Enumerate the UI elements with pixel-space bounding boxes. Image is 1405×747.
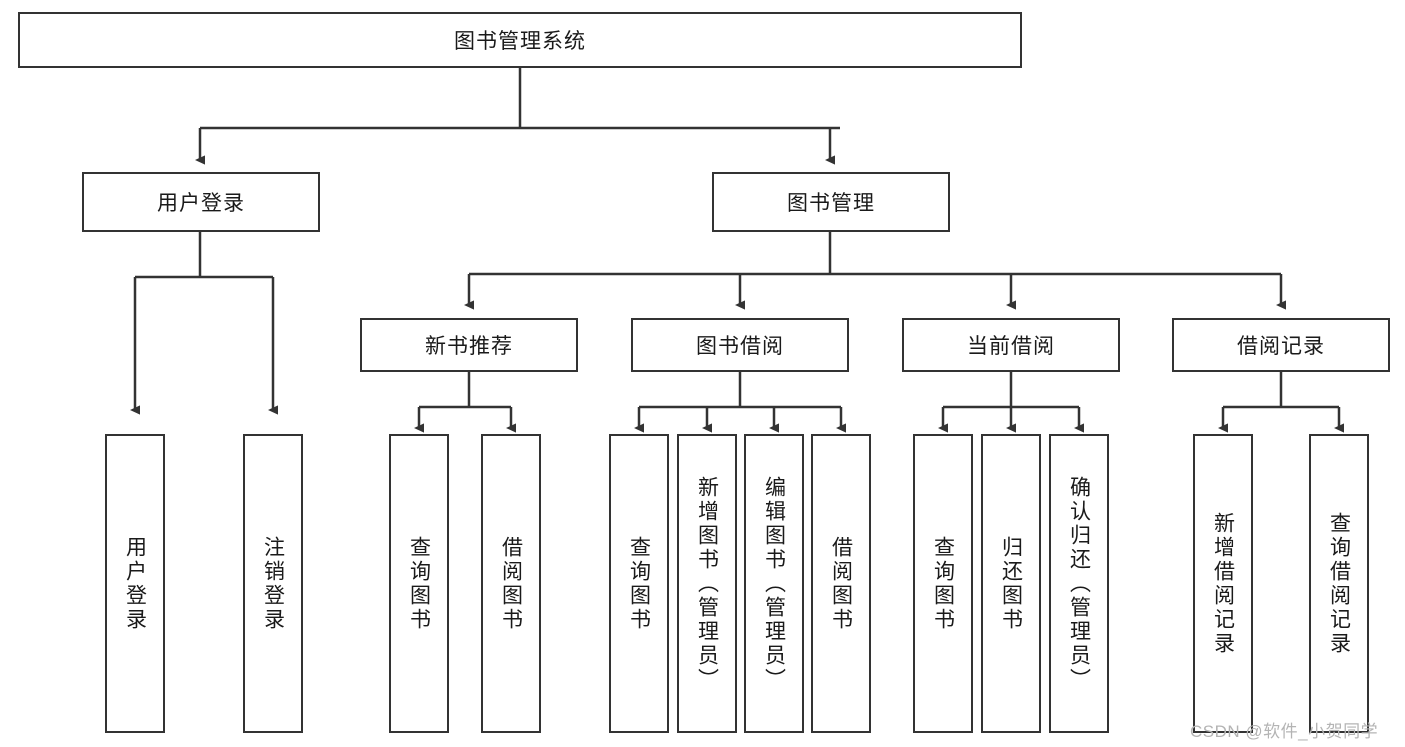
node-leaf-confirm-return[interactable]: 确认归还（管理员） bbox=[1049, 434, 1109, 733]
node-label: 图书借阅 bbox=[696, 335, 784, 358]
node-label: 新书推荐 bbox=[425, 335, 513, 358]
node-book-borrow[interactable]: 图书借阅 bbox=[631, 318, 849, 372]
node-leaf-query-book-1[interactable]: 查询图书 bbox=[389, 434, 449, 733]
node-leaf-edit-book[interactable]: 编辑图书（管理员） bbox=[744, 434, 804, 733]
node-label: 查询图书 bbox=[407, 535, 431, 632]
node-label: 用户登录 bbox=[157, 192, 245, 215]
node-label: 当前借阅 bbox=[967, 335, 1055, 358]
node-label: 图书管理系统 bbox=[454, 30, 586, 53]
node-label: 图书管理 bbox=[787, 192, 875, 215]
node-leaf-query-record[interactable]: 查询借阅记录 bbox=[1309, 434, 1369, 733]
node-user-login[interactable]: 用户登录 bbox=[82, 172, 320, 232]
node-label: 借阅记录 bbox=[1237, 335, 1325, 358]
node-book-management-system[interactable]: 图书管理系统 bbox=[18, 12, 1022, 68]
node-leaf-query-book-3[interactable]: 查询图书 bbox=[913, 434, 973, 733]
node-leaf-return-book[interactable]: 归还图书 bbox=[981, 434, 1041, 733]
node-label: 用户登录 bbox=[123, 535, 147, 632]
node-label: 借阅图书 bbox=[829, 535, 853, 632]
node-book-manage[interactable]: 图书管理 bbox=[712, 172, 950, 232]
node-label: 查询图书 bbox=[627, 535, 651, 632]
node-leaf-user-login[interactable]: 用户登录 bbox=[105, 434, 165, 733]
node-label: 确认归还（管理员） bbox=[1067, 475, 1091, 692]
node-new-book-recommend[interactable]: 新书推荐 bbox=[360, 318, 578, 372]
node-label: 编辑图书（管理员） bbox=[762, 475, 786, 692]
node-leaf-add-book[interactable]: 新增图书（管理员） bbox=[677, 434, 737, 733]
node-label: 注销登录 bbox=[261, 535, 285, 632]
node-label: 借阅图书 bbox=[499, 535, 523, 632]
node-leaf-add-record[interactable]: 新增借阅记录 bbox=[1193, 434, 1253, 733]
node-leaf-borrow-book-1[interactable]: 借阅图书 bbox=[481, 434, 541, 733]
node-label: 查询借阅记录 bbox=[1327, 511, 1351, 656]
node-label: 查询图书 bbox=[931, 535, 955, 632]
node-leaf-borrow-book-2[interactable]: 借阅图书 bbox=[811, 434, 871, 733]
node-leaf-logout-login[interactable]: 注销登录 bbox=[243, 434, 303, 733]
node-borrow-record[interactable]: 借阅记录 bbox=[1172, 318, 1390, 372]
node-current-borrow[interactable]: 当前借阅 bbox=[902, 318, 1120, 372]
node-label: 新增借阅记录 bbox=[1211, 511, 1235, 656]
csdn-watermark: CSDN @软件_小贺同学 bbox=[1190, 722, 1379, 741]
node-label: 归还图书 bbox=[999, 535, 1023, 632]
node-label: 新增图书（管理员） bbox=[695, 475, 719, 692]
node-leaf-query-book-2[interactable]: 查询图书 bbox=[609, 434, 669, 733]
